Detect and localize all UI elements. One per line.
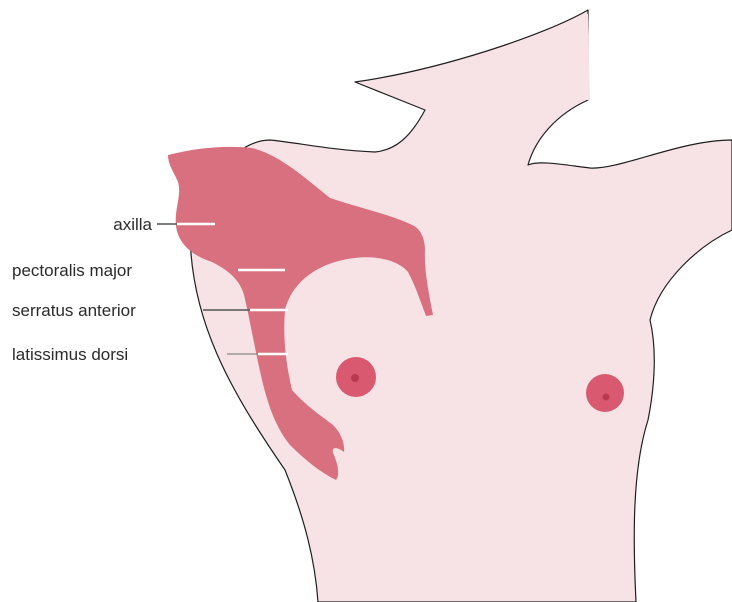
label-pectoralis-major: pectoralis major: [12, 261, 132, 280]
label-latissimus-dorsi: latissimus dorsi: [12, 345, 128, 364]
neck-edge-mask: [586, 14, 588, 100]
right-nipple: [603, 394, 610, 401]
label-axilla: axilla: [113, 215, 152, 234]
callout-labels: axilla pectoralis major serratus anterio…: [12, 215, 153, 364]
left-nipple: [351, 374, 359, 382]
right-areola: [586, 374, 624, 412]
label-serratus-anterior: serratus anterior: [12, 301, 136, 320]
